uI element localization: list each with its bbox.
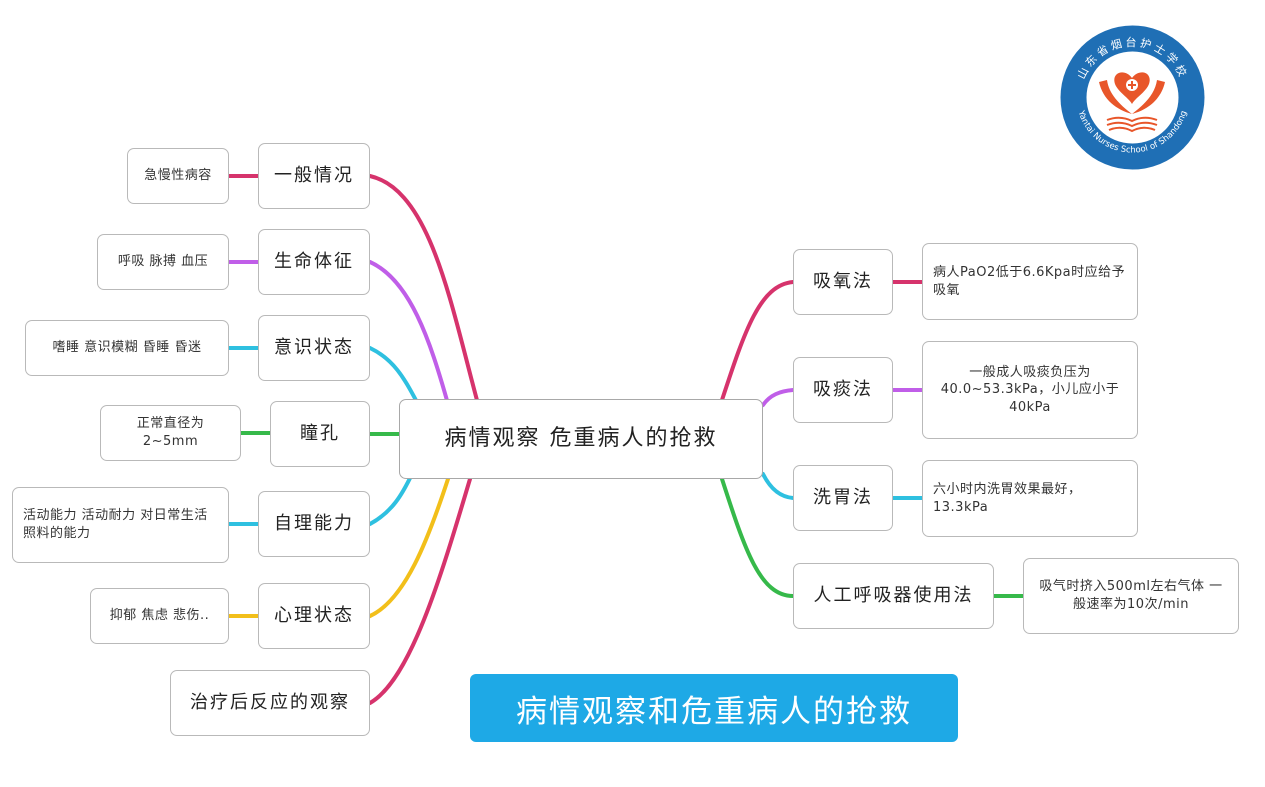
branch-label: 心理状态 [274, 604, 354, 626]
heart-hands-icon [1099, 72, 1165, 114]
link-general-condition [368, 174, 480, 406]
leaf-text: 病人PaO2低于6.6Kpa时应给予吸氧 [933, 264, 1126, 298]
title-banner-text: 病情观察和危重病人的抢救 [516, 693, 912, 730]
leaf-psychological[interactable]: 抑郁 焦虑 悲伤.. [90, 588, 229, 644]
branch-psychological[interactable]: 心理状态 [258, 583, 370, 649]
leaf-text: 活动能力 活动耐力 对日常生活照料的能力 [23, 508, 208, 541]
branch-label: 人工呼吸器使用法 [813, 584, 974, 606]
branch-label: 一般情况 [274, 164, 354, 186]
leaf-pupil[interactable]: 正常直径为2~5mm [100, 405, 241, 461]
link-gastric-lavage [761, 472, 795, 500]
leaf-text: 嗜睡 意识模糊 昏睡 昏迷 [52, 340, 202, 356]
branch-label: 洗胃法 [813, 486, 873, 508]
leaf-vital-signs[interactable]: 呼吸 脉搏 血压 [97, 234, 229, 290]
leaf-text: 六小时内洗胃效果最好，13.3kPa [933, 481, 1082, 515]
root-topic-label: 病情观察 危重病人的抢救 [444, 426, 718, 452]
leaf-text: 呼吸 脉搏 血压 [117, 254, 209, 270]
book-icon [1106, 116, 1158, 133]
branch-label: 自理能力 [274, 512, 354, 534]
link-consciousness [368, 346, 420, 406]
branch-label: 治疗后反应的观察 [190, 691, 350, 713]
link-suction [761, 388, 795, 407]
leaf-text: 抑郁 焦虑 悲伤.. [109, 608, 210, 624]
leaf-text: 正常直径为2~5mm [136, 416, 205, 449]
leaf-text: 一般成人吸痰负压为40.0~53.3kPa，小儿应小于40kPa [940, 364, 1120, 415]
leaf-oxygen-therapy[interactable]: 病人PaO2低于6.6Kpa时应给予吸氧 [922, 243, 1138, 320]
leaf-general-condition[interactable]: 急慢性病容 [127, 148, 229, 204]
branch-pupil[interactable]: 瞳孔 [270, 401, 370, 467]
branch-label: 瞳孔 [300, 422, 340, 444]
branch-suction[interactable]: 吸痰法 [793, 357, 893, 423]
branch-general-condition[interactable]: 一般情况 [258, 143, 370, 209]
leaf-suction[interactable]: 一般成人吸痰负压为40.0~53.3kPa，小儿应小于40kPa [922, 341, 1138, 439]
link-oxygen-therapy [720, 280, 795, 402]
leaf-self-care[interactable]: 活动能力 活动耐力 对日常生活照料的能力 [12, 487, 229, 563]
branch-oxygen-therapy[interactable]: 吸氧法 [793, 249, 893, 315]
branch-label: 吸痰法 [813, 378, 873, 400]
branch-label: 生命体征 [274, 250, 354, 272]
link-psychological [368, 477, 450, 618]
title-banner: 病情观察和危重病人的抢救 [470, 674, 958, 742]
branch-label: 吸氧法 [813, 270, 873, 292]
branch-consciousness[interactable]: 意识状态 [258, 315, 370, 381]
branch-gastric-lavage[interactable]: 洗胃法 [793, 465, 893, 531]
leaf-text: 急慢性病容 [144, 168, 212, 184]
root-topic[interactable]: 病情观察 危重病人的抢救 [399, 399, 763, 479]
branch-self-care[interactable]: 自理能力 [258, 491, 370, 557]
leaf-consciousness[interactable]: 嗜睡 意识模糊 昏睡 昏迷 [25, 320, 229, 376]
leaf-ventilator[interactable]: 吸气时挤入500ml左右气体 一般速率为10次/min [1023, 558, 1239, 634]
leaf-text: 吸气时挤入500ml左右气体 一般速率为10次/min [1039, 579, 1223, 612]
school-logo: 山东省烟台护士学校 Yantai Nurses School of Shando… [1060, 25, 1205, 170]
link-treatment-reaction [368, 477, 472, 705]
link-ventilator [720, 477, 795, 598]
leaf-gastric-lavage[interactable]: 六小时内洗胃效果最好，13.3kPa [922, 460, 1138, 537]
branch-treatment-reaction[interactable]: 治疗后反应的观察 [170, 670, 370, 736]
branch-ventilator[interactable]: 人工呼吸器使用法 [793, 563, 994, 629]
link-vital-signs [368, 260, 450, 406]
branch-label: 意识状态 [274, 336, 354, 358]
link-self-care [368, 472, 414, 526]
branch-vital-signs[interactable]: 生命体征 [258, 229, 370, 295]
